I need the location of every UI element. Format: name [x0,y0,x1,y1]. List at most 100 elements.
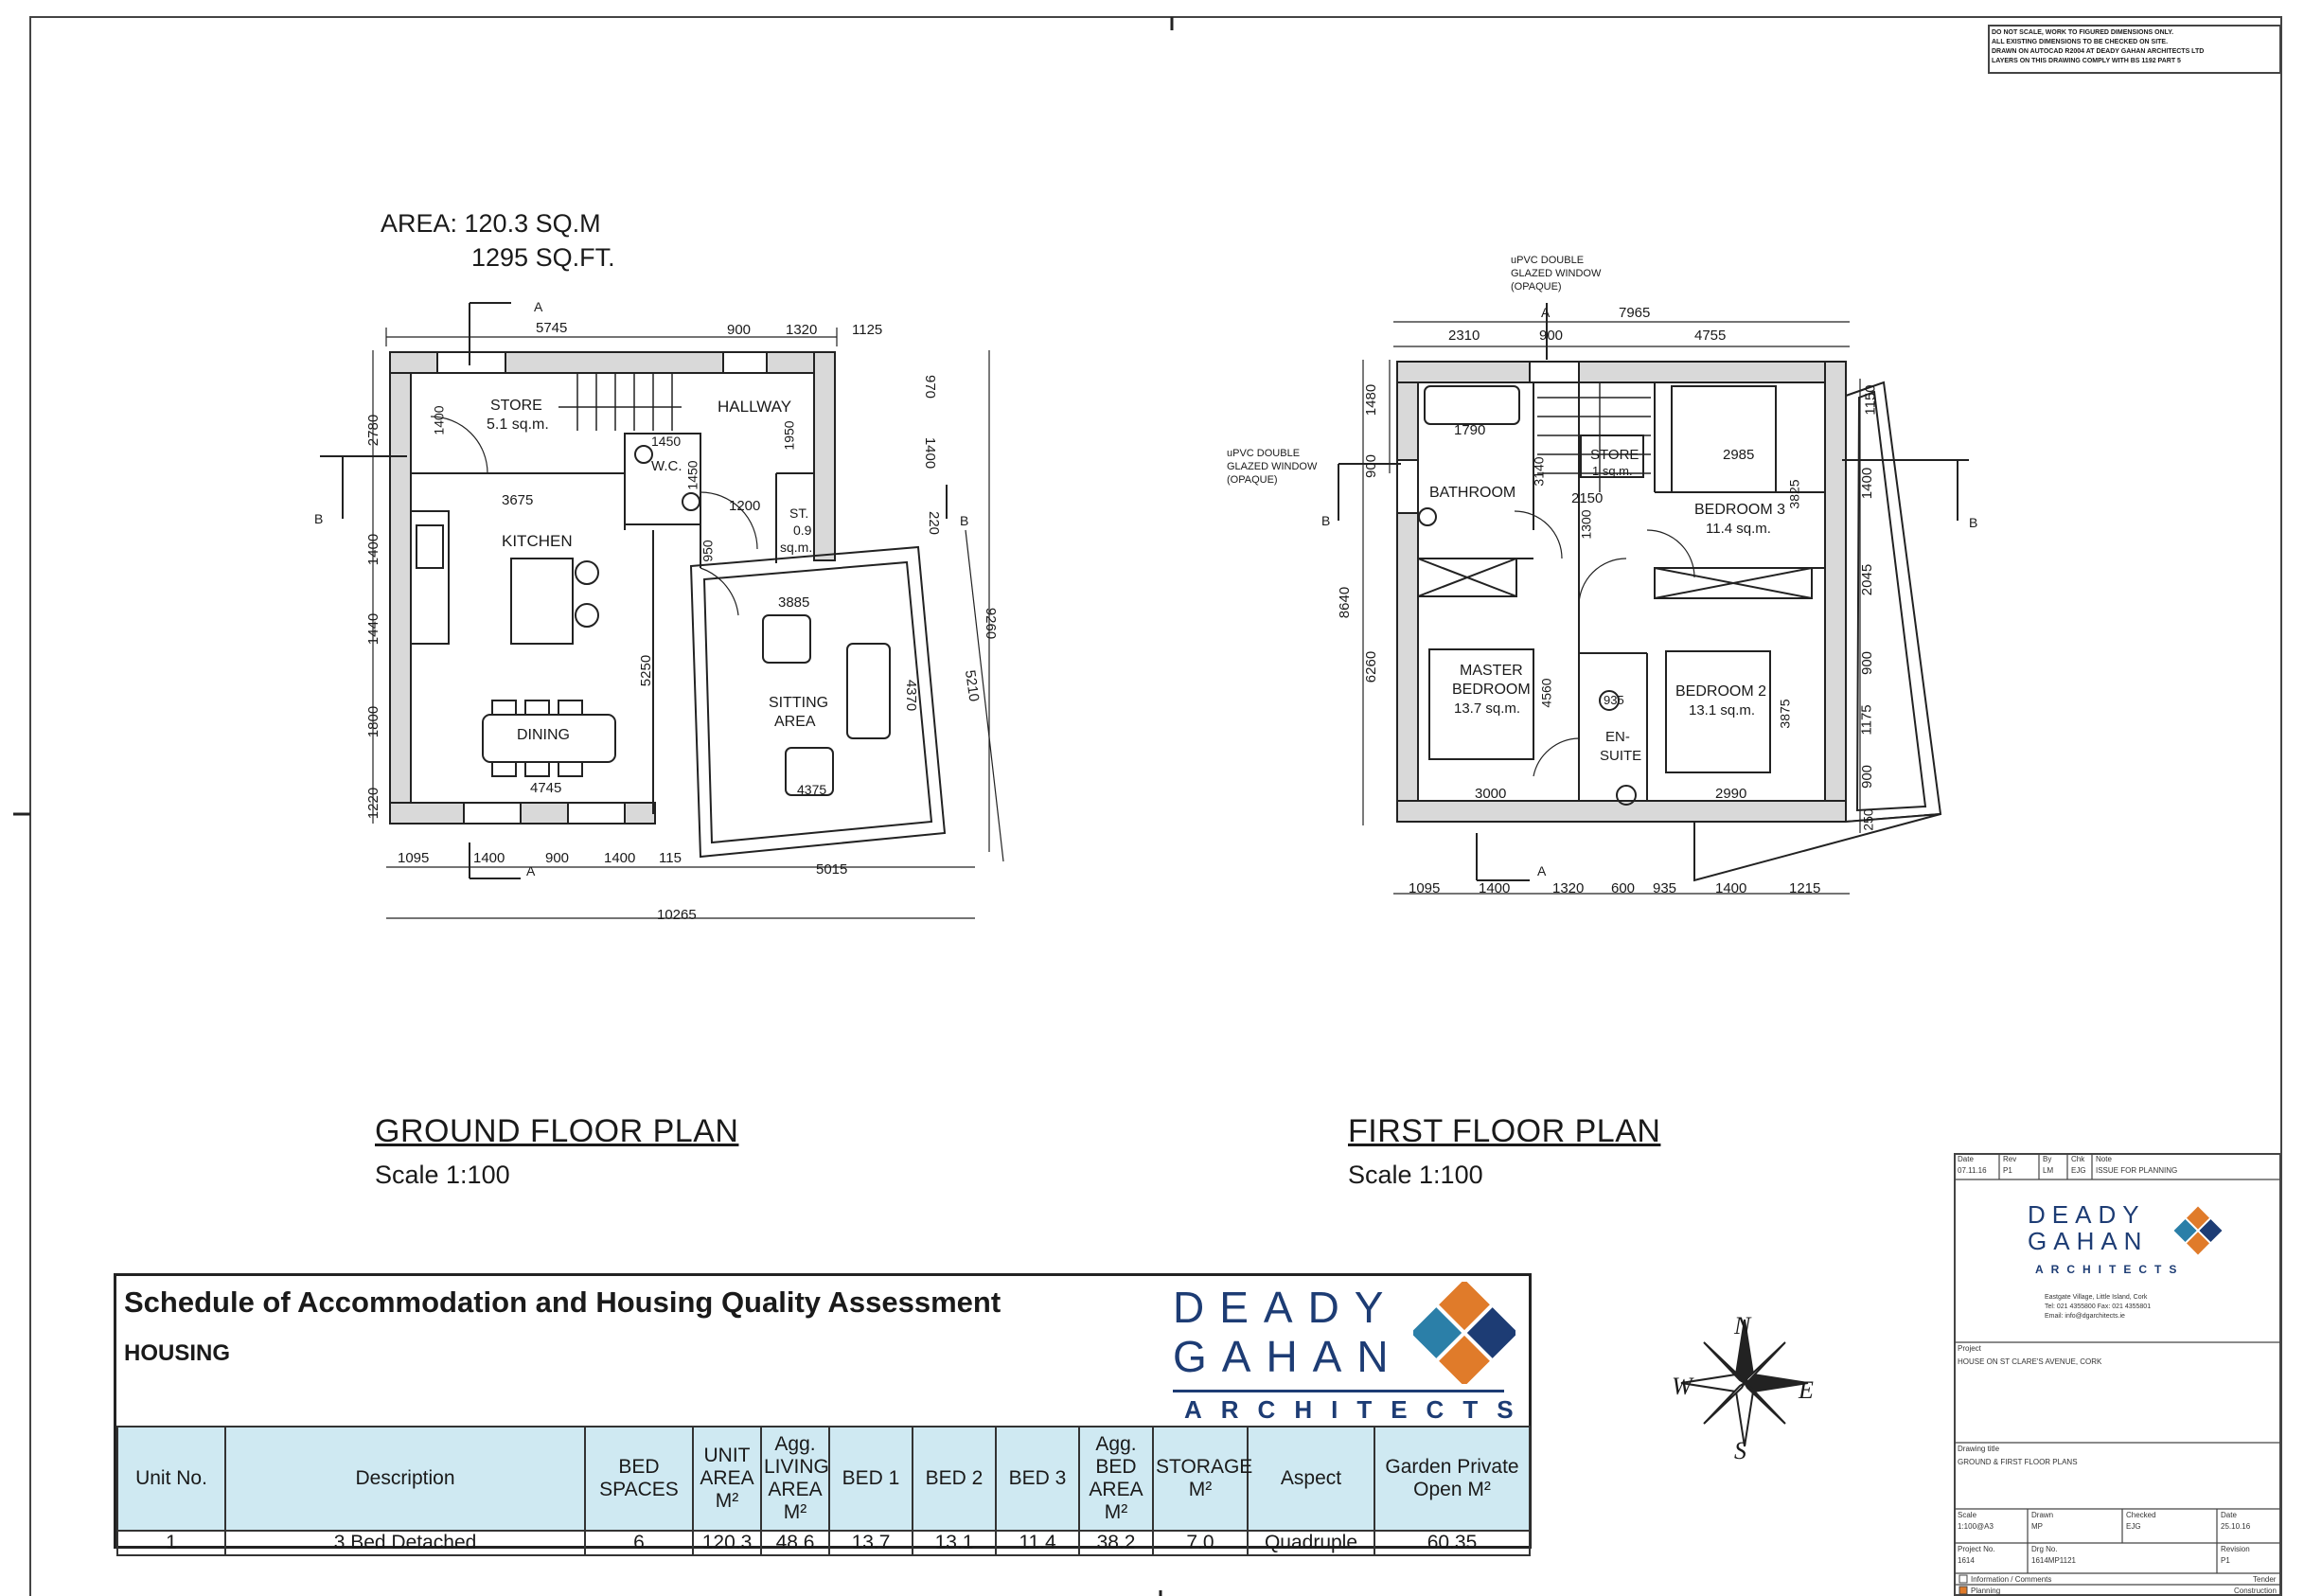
tb-status-tender: Tender [2253,1575,2277,1584]
gf-dim-bot-a: 1095 [398,850,430,866]
gf-wc-label: W.C. [651,458,682,474]
gf-dim-top-b: 1320 [786,322,818,338]
tb-revision-label: Revision [2221,1545,2250,1553]
tb-scale: 1:100@A3 [1958,1522,1994,1531]
gf-sitting-area: AREA [774,714,816,730]
schedule-cell-bed2: 13.1 [912,1530,997,1556]
ground-floor-title: GROUND FLOOR PLAN [375,1113,739,1149]
tb-rev-note: ISSUE FOR PLANNING [2096,1166,2178,1175]
gf-dim-bot-e: 115 [659,850,682,866]
schedule-cell-description: 3 Bed Detached [224,1530,586,1556]
schedule-header-bed1: BED 1 [828,1426,913,1532]
tb-status-planning: Planning [1971,1587,2001,1595]
sheet-note-4: LAYERS ON THIS DRAWING COMPLY WITH BS 11… [1992,58,2181,64]
gf-st-label: ST. [789,505,809,521]
gf-dim-top-overall: 5745 [536,320,568,336]
ff-window-note-top-3: (OPAQUE) [1511,281,1562,293]
tb-status-info: Information / Comments [1971,1575,2052,1584]
ground-floor-scale: Scale 1:100 [375,1161,510,1189]
tb-logo-line1: DEADY [2028,1200,2146,1229]
schedule-cell-unit-area: 120.3 [692,1530,762,1556]
schedule-header-living-area: Agg. LIVING AREA M² [760,1426,830,1532]
ff-dim-bot-c: 1320 [1552,880,1585,896]
ff-master-label: MASTER [1460,663,1523,679]
schedule-cell-unit: 1 [116,1530,226,1556]
first-floor-title: FIRST FLOOR PLAN [1348,1113,1661,1149]
schedule-cell-bed-spaces: 6 [584,1530,694,1556]
schedule-cell-aspect: Quadruple [1247,1530,1375,1556]
first-floor-scale: Scale 1:100 [1348,1161,1483,1189]
gf-hallway-label: HALLWAY [718,398,792,416]
ff-dim-bot-a: 1095 [1409,880,1441,896]
ff-dim-left-d: 6260 [1363,650,1380,683]
ff-window-note-left-1: uPVC DOUBLE [1227,448,1301,459]
ff-dim-in-3875: 3875 [1777,699,1793,729]
schedule-header-bed-area: Agg. BED AREA M² [1078,1426,1154,1532]
compass-west: W [1672,1373,1693,1400]
tb-checked: EJG [2126,1522,2141,1531]
ff-bedroom2-label: BEDROOM 2 [1675,683,1767,700]
ff-dim-bot-d: 600 [1611,880,1636,896]
ff-dim-right-b: 1400 [1859,467,1876,500]
gf-dim-bot-f: 5015 [816,861,848,878]
ff-dim-in-1790: 1790 [1454,422,1486,438]
tb-revision: P1 [2221,1556,2230,1565]
ff-bedroom3-label: BEDROOM 3 [1694,502,1786,518]
ff-dim-right-d: 900 [1859,650,1876,676]
ff-dim-in-935: 935 [1604,693,1624,707]
compass-south: S [1734,1437,1746,1464]
ff-ensuite-label-2: SUITE [1600,748,1642,764]
ff-dim-left-c: 8640 [1337,586,1354,619]
ff-bedroom2-area: 13.1 sq.m. [1689,702,1756,718]
schedule-header-unit-area: UNIT AREA M² [692,1426,762,1532]
gf-dim-bot-d: 1400 [604,850,636,866]
schedule-header-bed2: BED 2 [912,1426,997,1532]
ff-window-note-top: uPVC DOUBLE GLAZED WINDOW (OPAQUE) [1511,254,1601,293]
gf-dim-bot-c: 900 [545,850,570,866]
ff-master-label-2: BEDROOM [1452,682,1531,698]
ff-dim-top-overall: 7965 [1619,305,1651,321]
tb-rev-chk-label: Chk [2071,1155,2085,1163]
ff-bathroom-label: BATHROOM [1429,485,1516,501]
tb-scale-label: Scale [1958,1511,1977,1519]
ff-dim-bot-g: 1215 [1789,880,1821,896]
gf-section-b-right: B [960,513,969,528]
gf-kitchen-label: KITCHEN [502,532,573,550]
tb-projno-label: Project No. [1958,1545,1995,1553]
ff-dim-right-c: 2045 [1859,563,1876,596]
title-block [1954,1153,2281,1596]
sheet-note-1: DO NOT SCALE, WORK TO FIGURED DIMENSIONS… [1992,29,2174,36]
gf-dim-top-a: 900 [727,322,752,338]
gf-dim-in-3675: 3675 [502,492,534,508]
schedule-subtitle: HOUSING [124,1340,231,1366]
tb-drawing: GROUND & FIRST FLOOR PLANS [1958,1458,2078,1466]
schedule-logo-mark [1413,1282,1515,1384]
gf-dim-bot-b: 1400 [473,850,505,866]
sheet-notes-box [1988,25,2281,74]
ff-dim-left-a: 1480 [1363,383,1380,417]
ff-dim-in-1300: 1300 [1578,509,1594,540]
schedule-table: Unit No. Description BED SPACES UNIT ARE… [116,1426,1531,1556]
gf-store-label: STORE [490,398,542,414]
schedule-cell-storage: 7.0 [1152,1530,1249,1556]
ff-window-note-left-2: GLAZED WINDOW [1227,461,1318,472]
tb-address: Eastgate Village, Little Island, Cork [2045,1294,2148,1301]
title-block-grid [1954,1153,2281,1595]
table-row: 1 3 Bed Detached 6 120.3 48.6 13.7 13.1 … [116,1530,1531,1556]
tb-rev-by-label: By [2043,1155,2052,1163]
north-arrow-icon [1680,1319,1809,1447]
ff-dim-right-e: 1175 [1858,704,1875,736]
tb-date: 25.10.16 [2221,1522,2251,1531]
ff-dim-in-2985: 2985 [1723,447,1755,463]
ff-dim-right-g: 250 [1860,808,1876,831]
ff-dim-bot-f: 1400 [1715,880,1747,896]
area-sqft: 1295 SQ.FT. [471,243,615,272]
ff-bedroom3-area: 11.4 sq.m. [1706,521,1771,537]
tb-dwgno-label: Drg No. [2031,1545,2058,1553]
gf-dim-in-1450a: 1450 [651,434,682,449]
tb-contact: Tel: 021 4355800 Fax: 021 4355801 [2045,1303,2152,1310]
